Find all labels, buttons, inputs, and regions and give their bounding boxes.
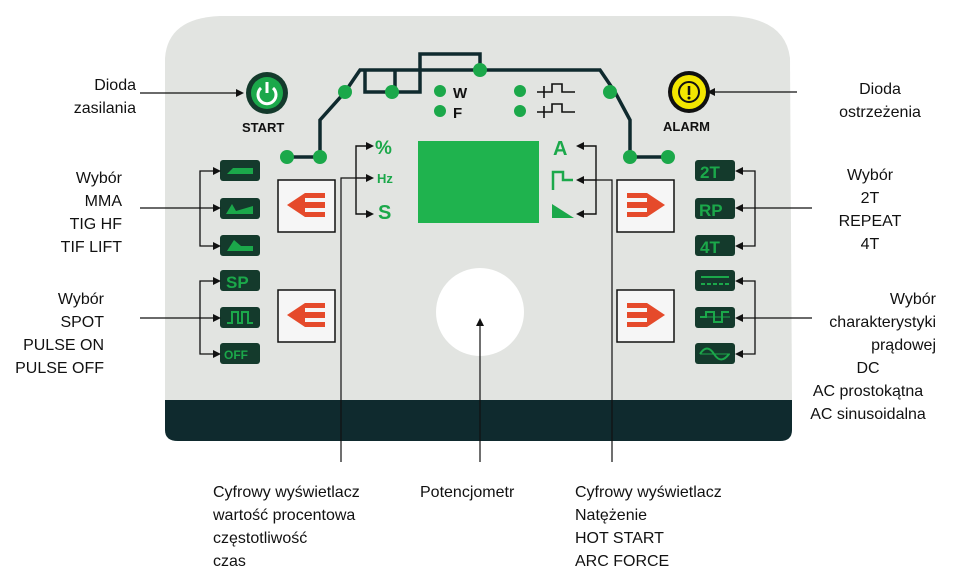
annotation-line: 2T bbox=[860, 190, 880, 207]
left-display-annotation: Cyfrowy wyświetlacz wartość procentowa c… bbox=[213, 481, 360, 573]
4t-key[interactable]: 4T bbox=[695, 235, 735, 257]
2t-key[interactable]: 2T bbox=[695, 160, 735, 182]
annotation-line: Cyfrowy wyświetlacz bbox=[213, 484, 360, 501]
annotation-line: TIF LIFT bbox=[60, 239, 122, 256]
trigger-select-annotation: Wybór 2T REPEAT 4T bbox=[820, 164, 920, 256]
leader-lines bbox=[140, 91, 812, 462]
annotation-line: wartość procentowa bbox=[213, 507, 356, 524]
annotation-line: prądowej bbox=[871, 337, 936, 354]
annotation-line: 4T bbox=[860, 236, 880, 253]
potentiometer-knob[interactable] bbox=[436, 268, 524, 356]
4t-key-label: 4T bbox=[700, 238, 720, 257]
ac-sine-key[interactable] bbox=[695, 343, 735, 364]
annotation-line: REPEAT bbox=[838, 213, 902, 230]
annotation-line: SPOT bbox=[60, 314, 104, 331]
power-led-icon[interactable] bbox=[246, 72, 288, 114]
indicator-leds bbox=[280, 63, 675, 164]
spot-key-label: SP bbox=[226, 273, 249, 292]
annotation-line: Wybór bbox=[57, 291, 104, 308]
alarm-label: ALARM bbox=[663, 119, 710, 134]
left-select-button-bottom[interactable] bbox=[277, 289, 336, 343]
right-select-button-bottom[interactable] bbox=[616, 289, 675, 343]
pulse-off-key[interactable]: OFF bbox=[220, 343, 260, 364]
annotation-line: PULSE ON bbox=[23, 337, 104, 354]
mma-key[interactable] bbox=[220, 160, 260, 181]
tig-lift-key[interactable] bbox=[220, 235, 260, 256]
annotation-line: Wybór bbox=[75, 170, 122, 187]
annotation-line: ARC FORCE bbox=[575, 553, 670, 570]
annotation-line: Wybór bbox=[846, 167, 894, 184]
unit-percent: % bbox=[375, 138, 392, 159]
alarm-led-icon[interactable] bbox=[668, 71, 710, 113]
2t-key-label: 2T bbox=[700, 163, 720, 182]
power-led-annotation: Dioda zasilania bbox=[18, 74, 136, 120]
repeat-key[interactable]: RP bbox=[695, 198, 735, 220]
annotation-line: Natężenie bbox=[575, 507, 648, 524]
current-select-annotation: Wybór charakterystyki prądowej DC AC pro… bbox=[800, 288, 936, 426]
spot-key[interactable]: SP bbox=[220, 270, 260, 292]
annotation-line: AC sinusoidalna bbox=[810, 406, 926, 423]
left-select-button-top[interactable] bbox=[277, 179, 336, 233]
leader-arrowheads bbox=[213, 88, 743, 358]
annotation-line: czas bbox=[213, 553, 246, 570]
digital-display bbox=[418, 141, 539, 223]
annotation-line: częstotliwość bbox=[213, 530, 308, 547]
hot-start-icon bbox=[551, 170, 573, 190]
annotation-line: Cyfrowy wyświetlacz bbox=[575, 484, 722, 501]
dc-key[interactable] bbox=[695, 270, 735, 291]
annotation-line: ostrzeżenia bbox=[839, 104, 921, 121]
warning-led-annotation: Dioda ostrzeżenia bbox=[830, 78, 930, 124]
pulse-select-annotation: Wybór SPOT PULSE ON PULSE OFF bbox=[2, 288, 104, 380]
pulse-off-key-label: OFF bbox=[224, 348, 248, 362]
start-label: START bbox=[242, 120, 284, 135]
annotation-line: HOT START bbox=[575, 530, 664, 547]
annotation-line: charakterystyki bbox=[829, 314, 936, 331]
annotation-line: zasilania bbox=[73, 100, 136, 117]
annotation-line: Wybór bbox=[889, 291, 936, 308]
annotation-line: PULSE OFF bbox=[15, 360, 104, 377]
f-label: F bbox=[453, 105, 462, 122]
unit-hz: Hz bbox=[377, 171, 393, 186]
annotation-line: DC bbox=[856, 360, 880, 377]
unit-s: S bbox=[378, 202, 391, 224]
mode-select-annotation: Wybór MMA TIG HF TIF LIFT bbox=[18, 167, 122, 259]
annotation-line: Dioda bbox=[859, 81, 901, 98]
w-label: W bbox=[453, 85, 468, 102]
wave-symbols-icon bbox=[537, 83, 575, 118]
annotation-line: TIG HF bbox=[69, 216, 122, 233]
ac-square-key[interactable] bbox=[695, 307, 735, 328]
repeat-key-label: RP bbox=[699, 201, 723, 220]
pulse-on-key[interactable] bbox=[220, 307, 260, 328]
right-select-button-top[interactable] bbox=[616, 179, 675, 233]
annotation-line: Potencjometr bbox=[420, 484, 515, 501]
arc-force-icon bbox=[552, 204, 574, 218]
panel-bottom-band bbox=[165, 400, 792, 441]
unit-a: A bbox=[553, 138, 567, 160]
potentiometer-annotation: Potencjometr bbox=[420, 481, 514, 504]
tig-hf-key[interactable] bbox=[220, 198, 260, 219]
annotation-line: Dioda bbox=[94, 77, 136, 94]
annotation-line: AC prostokątna bbox=[812, 383, 924, 400]
annotation-line: MMA bbox=[84, 193, 122, 210]
right-display-annotation: Cyfrowy wyświetlacz Natężenie HOT START … bbox=[575, 481, 722, 573]
